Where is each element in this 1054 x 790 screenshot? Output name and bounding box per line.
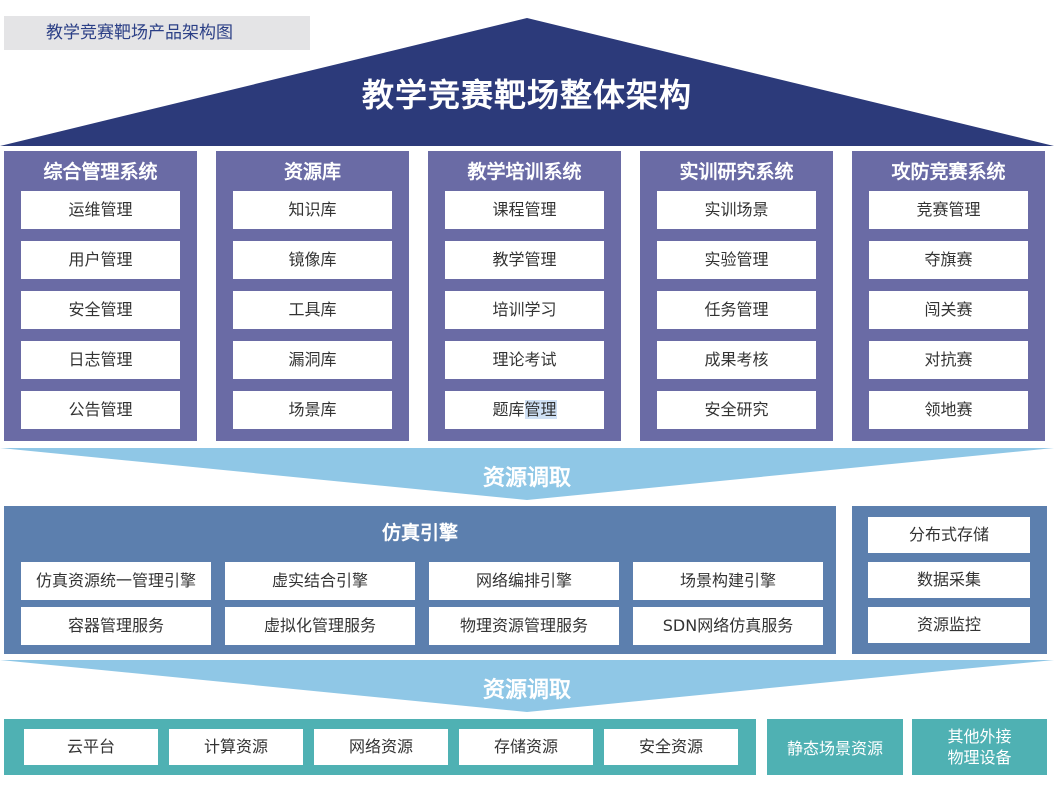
column-teaching-training: 教学培训系统 课程管理 教学管理 培训学习 理论考试 题库管理	[428, 151, 621, 441]
static-scene-label: 静态场景资源	[786, 739, 883, 758]
module-box: 竞赛管理	[869, 191, 1028, 229]
module-box: 安全研究	[657, 391, 816, 429]
engine-component: 仿真资源统一管理引擎	[21, 562, 211, 600]
external-line-1: 其他外接	[947, 727, 1012, 746]
module-box: 日志管理	[21, 341, 180, 379]
column-title: 攻防竞赛系统	[891, 161, 1006, 183]
module-box: 公告管理	[21, 391, 180, 429]
base-resource: 存储资源	[459, 729, 593, 765]
module-box: 实验管理	[657, 241, 816, 279]
storage-item: 分布式存储	[868, 517, 1030, 553]
engine-service: 虚拟化管理服务	[225, 607, 415, 645]
module-box-question-bank: 题库管理	[445, 391, 604, 429]
engine-component: 虚实结合引擎	[225, 562, 415, 600]
storage-item: 数据采集	[868, 562, 1030, 598]
external-physical-devices: 其他外接 物理设备	[912, 719, 1047, 775]
storage-panel: 分布式存储 数据采集 资源监控	[852, 506, 1047, 654]
engine-service: SDN网络仿真服务	[633, 607, 823, 645]
resource-call-arrow-upper	[0, 448, 1054, 500]
engine-service: 容器管理服务	[21, 607, 211, 645]
module-box: 任务管理	[657, 291, 816, 329]
module-box: 理论考试	[445, 341, 604, 379]
engine-service: 物理资源管理服务	[429, 607, 619, 645]
engine-component: 网络编排引擎	[429, 562, 619, 600]
module-box: 对抗赛	[869, 341, 1028, 379]
resource-call-label-lower: 资源调取	[482, 678, 571, 703]
column-resource-library: 资源库 知识库 镜像库 工具库 漏洞库 场景库	[216, 151, 409, 441]
storage-item: 资源监控	[868, 607, 1030, 643]
module-box: 教学管理	[445, 241, 604, 279]
module-box: 镜像库	[233, 241, 392, 279]
module-box: 安全管理	[21, 291, 180, 329]
module-box: 实训场景	[657, 191, 816, 229]
diagram-tag: 教学竞赛靶场产品架构图	[4, 16, 310, 50]
selected-text-highlight: 管理	[524, 400, 557, 419]
module-box: 漏洞库	[233, 341, 392, 379]
base-resource: 网络资源	[314, 729, 448, 765]
module-box: 闯关赛	[869, 291, 1028, 329]
module-box: 课程管理	[445, 191, 604, 229]
module-box: 成果考核	[657, 341, 816, 379]
infrastructure-base: 云平台 计算资源 网络资源 存储资源 安全资源	[4, 719, 756, 775]
architecture-title: 教学竞赛靶场整体架构	[361, 76, 692, 114]
column-attack-defense: 攻防竞赛系统 竞赛管理 夺旗赛 闯关赛 对抗赛 领地赛	[852, 151, 1045, 441]
module-box: 运维管理	[21, 191, 180, 229]
base-resource: 安全资源	[604, 729, 738, 765]
resource-call-arrow-lower	[0, 660, 1054, 712]
engine-title: 仿真引擎	[381, 522, 458, 544]
column-management: 综合管理系统 运维管理 用户管理 安全管理 日志管理 公告管理	[4, 151, 197, 441]
module-box: 知识库	[233, 191, 392, 229]
module-box: 培训学习	[445, 291, 604, 329]
base-resource: 云平台	[24, 729, 158, 765]
simulation-engine-panel: 仿真引擎 仿真资源统一管理引擎 虚实结合引擎 网络编排引擎 场景构建引擎 容器管…	[4, 506, 836, 654]
module-text: 题库	[492, 400, 525, 419]
external-line-2: 物理设备	[947, 748, 1012, 767]
engine-component: 场景构建引擎	[633, 562, 823, 600]
column-title: 综合管理系统	[43, 161, 158, 183]
base-resource: 计算资源	[169, 729, 303, 765]
column-title: 资源库	[283, 161, 341, 183]
static-scene-resources: 静态场景资源	[767, 719, 903, 775]
roof-triangle	[0, 18, 1054, 146]
module-box: 场景库	[233, 391, 392, 429]
column-title: 实训研究系统	[679, 161, 794, 183]
module-box: 领地赛	[869, 391, 1028, 429]
module-box: 工具库	[233, 291, 392, 329]
column-title: 教学培训系统	[467, 161, 582, 183]
column-practical-research: 实训研究系统 实训场景 实验管理 任务管理 成果考核 安全研究	[640, 151, 833, 441]
module-box: 用户管理	[21, 241, 180, 279]
resource-call-label-upper: 资源调取	[482, 466, 571, 491]
module-box: 夺旗赛	[869, 241, 1028, 279]
